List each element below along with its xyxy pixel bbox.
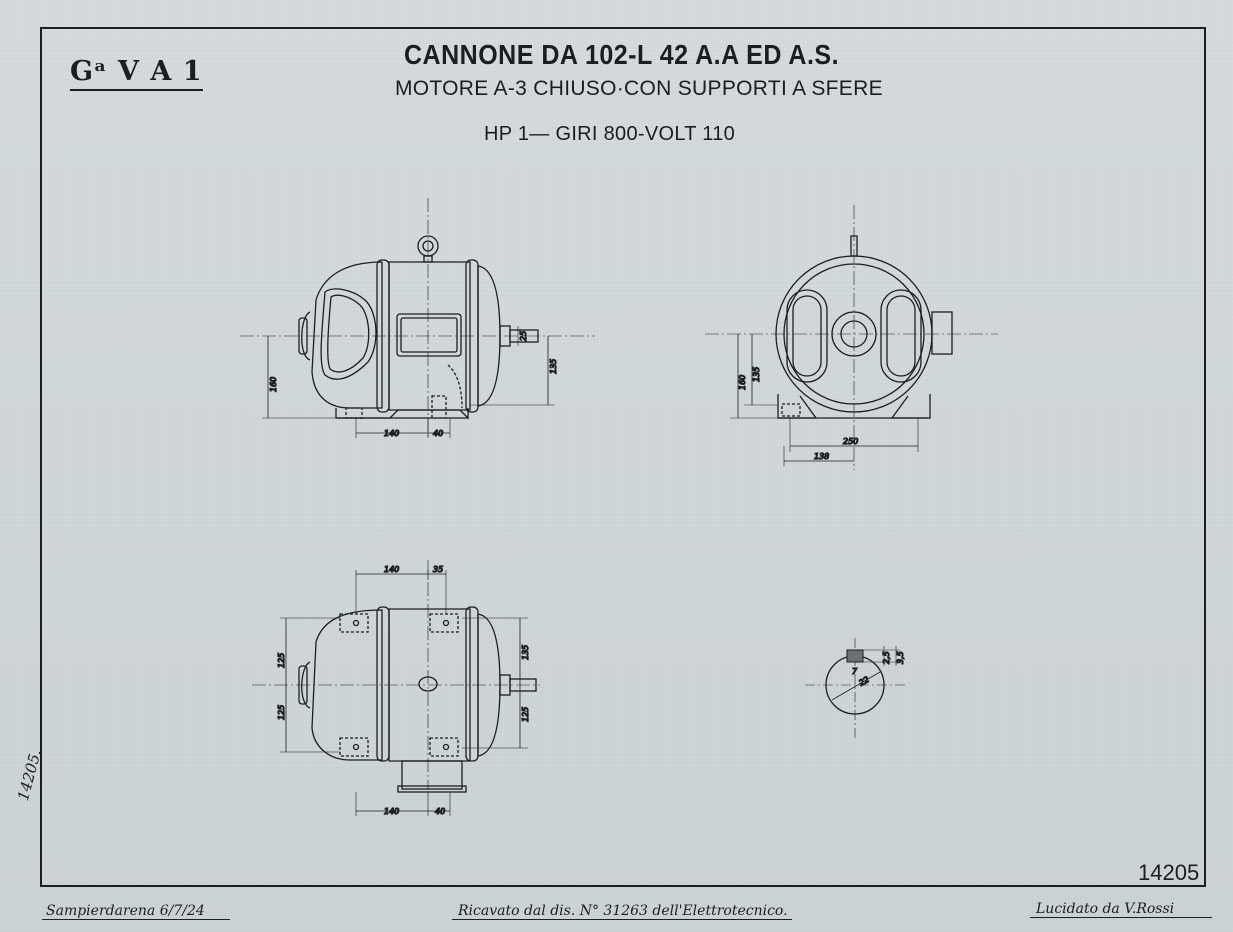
title-line-2: MOTORE A-3 CHIUSO·CON SUPPORTI A SFERE: [395, 77, 883, 100]
footer-source: Ricavato dal dis. N° 31263 dell'Elettrot…: [458, 903, 788, 919]
footer-underline-3: [1030, 917, 1212, 918]
dim-plan-top-b: 35: [433, 565, 443, 574]
dim-side-foot-a: 140: [384, 429, 399, 438]
drawing-frame: [40, 27, 1206, 887]
title-line-3: HP 1— GIRI 800-VOLT 110: [484, 123, 736, 145]
dim-keyway-key: 7: [852, 667, 858, 676]
dim-keyway-width: 3,5: [896, 651, 905, 664]
footer-traced-by: Lucidato da V.Rossi: [1036, 901, 1175, 917]
footer-underline-1: [42, 919, 230, 920]
dim-end-half-span: 138: [814, 452, 829, 461]
footer-underline-2: [452, 919, 792, 920]
dim-end-foot-span: 250: [843, 437, 858, 446]
keyway-detail: 2,5 3,5 7 22: [805, 638, 906, 740]
end-view: 160 135 250 138: [705, 205, 998, 470]
plan-view: 140 35 140 40 125 125 135 125: [252, 560, 540, 817]
dim-side-shaft: 25: [519, 331, 528, 341]
dim-end-axis: 135: [752, 367, 761, 382]
sheet-code: Gᵃ V A 1: [70, 56, 203, 91]
drawing-number: 14205: [1138, 860, 1200, 885]
dim-plan-bottom-a: 140: [384, 807, 399, 816]
dim-plan-left-upper: 125: [277, 653, 286, 668]
dim-side-axis: 135: [549, 359, 558, 374]
dim-plan-top-a: 140: [384, 565, 399, 574]
dim-side-foot-b: 40: [433, 429, 443, 438]
dim-plan-right-lower: 125: [521, 707, 530, 722]
dim-keyway-dia: 22: [858, 675, 871, 688]
dim-keyway-depth: 2,5: [882, 651, 891, 664]
dim-end-height: 160: [738, 375, 747, 390]
dim-plan-left-lower: 125: [277, 705, 286, 720]
title-line-1: CANNONE DA 102-L 42 A.A ED A.S.: [404, 40, 840, 71]
dim-plan-bottom-b: 40: [435, 807, 445, 816]
dim-plan-right-upper: 135: [521, 645, 530, 660]
dim-side-height: 160: [269, 377, 278, 392]
side-view: 160 135 25 140 40: [240, 198, 595, 440]
footer-place-date: Sampierdarena 6/7/24: [46, 903, 205, 919]
